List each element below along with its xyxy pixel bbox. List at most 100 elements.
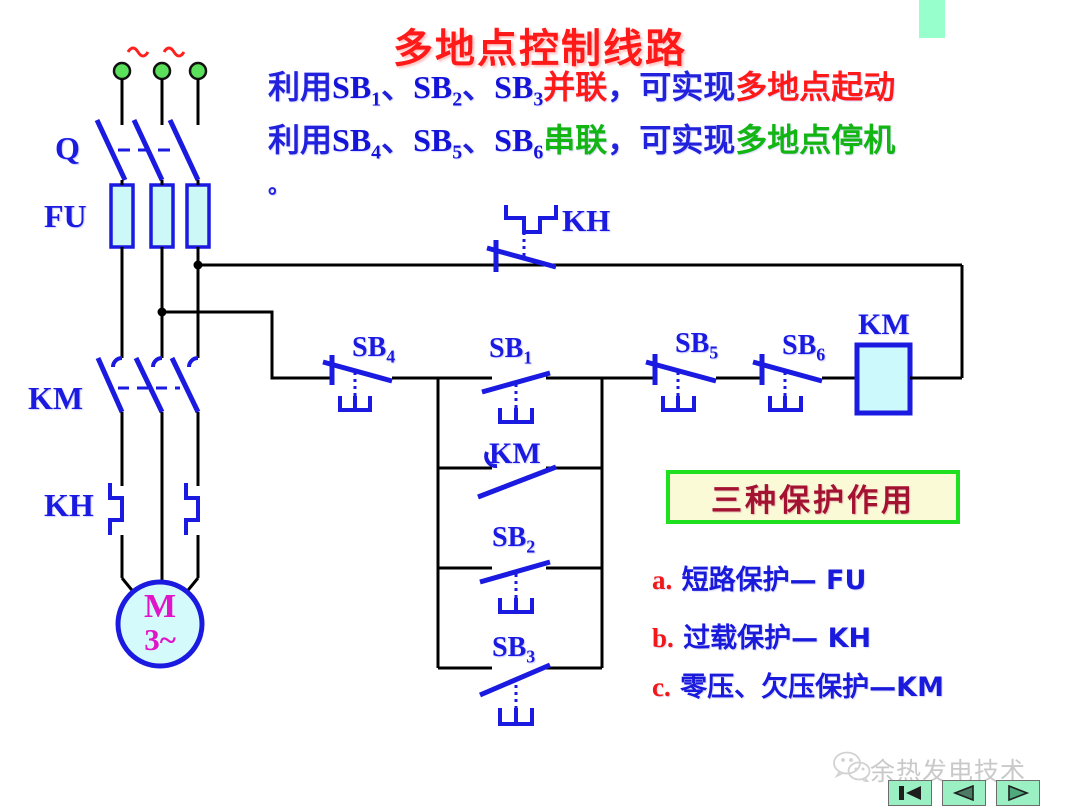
ac-symbol-2	[162, 46, 186, 58]
protection-item-1: a. 短路保护— FU	[652, 558, 866, 597]
desc2-result: 多地点停机	[735, 121, 896, 159]
next-slide-icon	[1008, 785, 1030, 801]
desc2-prefix: 利用	[268, 121, 333, 159]
main-contactor-KM	[95, 356, 201, 560]
label-disconnect-Q: Q	[55, 130, 80, 166]
label-SB3: SB3	[492, 632, 536, 667]
first-slide-icon	[899, 786, 921, 800]
desc1-sep-2: 、	[462, 68, 495, 106]
fuse-2	[149, 183, 175, 249]
protection-heading-box: 三种保护作用	[666, 470, 960, 524]
page-title: 多地点控制线路	[393, 26, 687, 72]
desc1-result: 多地点起动	[735, 68, 896, 106]
motor-label-m: M	[143, 588, 177, 625]
protection-item-3-text: 零压、欠压保护—KM	[680, 672, 944, 703]
sb5-blade	[645, 359, 717, 384]
label-fuse-FU: FU	[44, 198, 87, 234]
thermal-overload-KH-leads	[120, 480, 200, 578]
q-blade-3	[167, 118, 201, 182]
sb1-blade	[481, 370, 551, 395]
label-main-contactor-KM: KM	[28, 380, 84, 416]
parallel-start-ladder	[436, 370, 604, 726]
label-thermal-KH: KH	[44, 487, 94, 523]
aux-contact-KM	[477, 451, 557, 500]
protection-heading-text: 三种保护作用	[711, 482, 915, 519]
km-blade-1	[95, 356, 125, 414]
control-tap-wires	[157, 260, 962, 380]
desc2-sep-1: 、	[381, 121, 414, 159]
pushbutton-SB6	[752, 354, 857, 412]
pushbutton-SB2	[479, 559, 551, 614]
label-SB1: SB1	[489, 333, 533, 368]
kh-element-2	[184, 483, 200, 535]
wechat-logo-icon	[833, 751, 871, 782]
label-KM-coil: KM	[858, 308, 910, 341]
label-SB2: SB2	[492, 522, 536, 557]
junction-dot-l2	[157, 307, 167, 317]
ac-symbols	[126, 46, 186, 58]
control-contact-KH	[196, 205, 962, 272]
label-KM-aux: KM	[489, 437, 541, 470]
disconnect-switch-Q	[94, 118, 201, 182]
description-line-2: 利用SB4、SB5、SB6串联，可实现多地点停机	[268, 115, 895, 164]
sb4-blade	[322, 359, 393, 384]
desc2-sb4: SB4	[332, 122, 382, 164]
desc1-middle: ，可实现	[607, 68, 736, 106]
kh-element-1	[108, 483, 124, 535]
terminal-l2	[152, 61, 172, 81]
sb2-blade	[479, 559, 551, 585]
decorative-green-block	[919, 0, 945, 38]
ac-symbol-1	[126, 46, 150, 58]
protection-item-3-mark: c.	[652, 672, 671, 702]
terminal-l3	[188, 61, 208, 81]
fuse-3	[185, 183, 211, 249]
protection-item-2: b. 过载保护— KH	[652, 616, 871, 655]
motor-label-phase: 3~	[144, 622, 176, 657]
pushbutton-SB1	[481, 370, 551, 424]
next-slide-button[interactable]	[996, 780, 1040, 806]
label-SB4: SB4	[352, 332, 396, 367]
protection-item-3: c. 零压、欠压保护—KM	[652, 665, 944, 704]
previous-slide-icon	[952, 785, 974, 801]
terminal-l1	[112, 61, 132, 81]
km-blade-2	[133, 356, 165, 414]
desc2-connection-type: 串联	[543, 121, 608, 159]
previous-slide-button[interactable]	[942, 780, 986, 806]
km-aux-blade	[477, 464, 557, 500]
kh-ctrl-heater-element	[504, 205, 558, 234]
control-left-feed	[162, 310, 332, 380]
label-SB5: SB5	[675, 328, 719, 363]
desc2-sb5: SB5	[413, 122, 463, 164]
contactor-coil-KM	[854, 342, 962, 416]
desc1-sep-1: 、	[381, 68, 414, 106]
km-aux-hook	[484, 451, 498, 468]
fuse-group-FU	[109, 180, 211, 358]
thermal-overload-KH-main	[108, 483, 200, 535]
protection-item-1-mark: a.	[652, 565, 673, 595]
desc1-prefix: 利用	[268, 68, 333, 106]
desc1-sb3: SB3	[494, 69, 544, 111]
motor-symbol	[115, 579, 205, 669]
q-blade-1	[94, 118, 128, 182]
pushbutton-SB5	[602, 354, 762, 412]
pushbutton-SB4	[322, 355, 438, 412]
label-control-thermal-KH: KH	[562, 203, 611, 238]
desc2-sb6: SB6	[494, 122, 544, 164]
motor-text-block: M 3~	[118, 588, 202, 657]
km-contact-hook-2	[151, 356, 163, 368]
km-blade-3	[169, 356, 201, 414]
fuse-1	[109, 183, 135, 249]
desc2-sep-2: 、	[462, 121, 495, 159]
desc2-middle: ，可实现	[607, 121, 736, 159]
first-slide-button[interactable]	[888, 780, 932, 806]
protection-item-2-text: 过载保护— KH	[683, 623, 872, 654]
description-line-3: 。	[268, 174, 291, 199]
pushbutton-SB3	[479, 662, 551, 726]
km-contact-hook-3	[187, 356, 199, 368]
description-line-1: 利用SB1、SB2、SB3并联，可实现多地点起动	[268, 62, 895, 111]
km-contact-hook-1	[111, 356, 123, 368]
sb6-blade	[752, 359, 823, 384]
label-SB6: SB6	[782, 330, 826, 365]
